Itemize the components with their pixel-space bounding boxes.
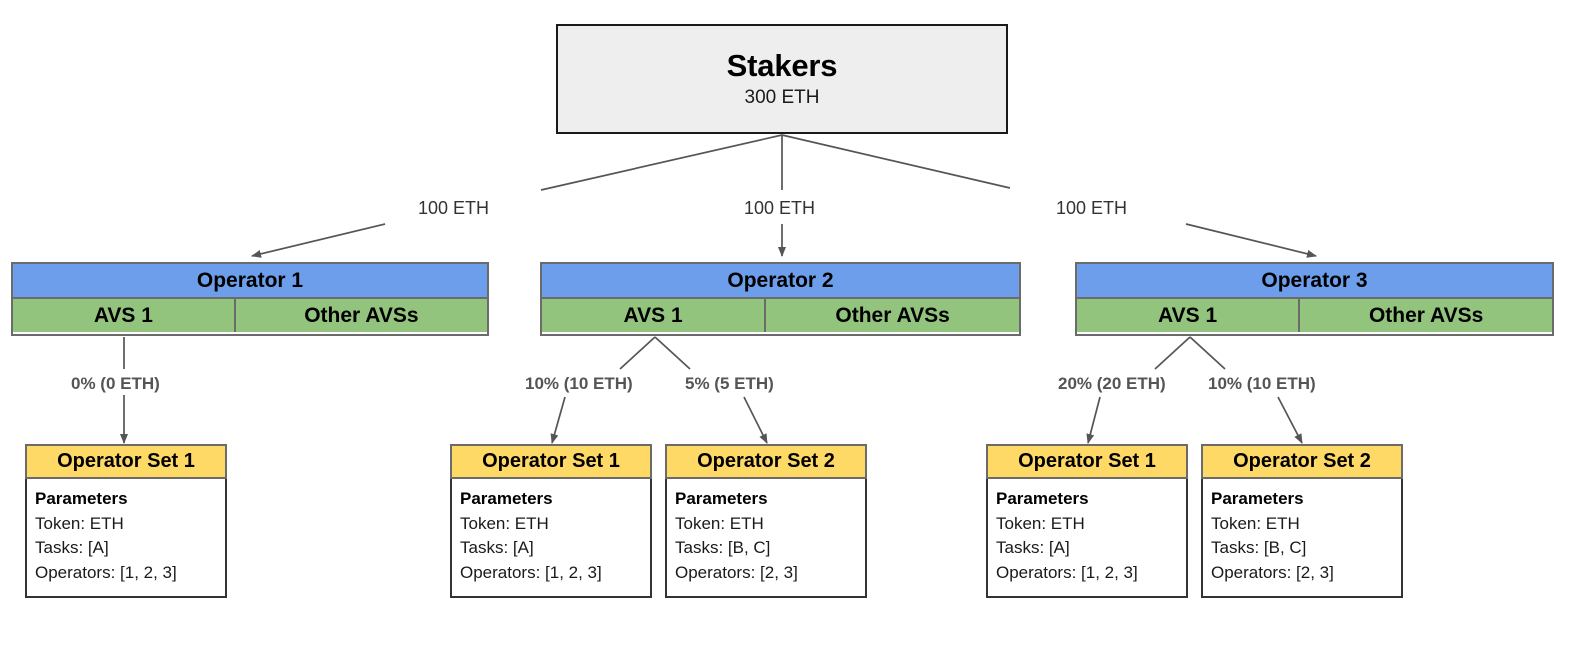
avs-primary-label: AVS 1 — [93, 303, 153, 327]
allocation-label-4: 20% (20 ETH) — [1058, 374, 1166, 393]
edge-op2-set2-upper — [654, 336, 691, 370]
parameters-title: Parameters — [675, 489, 768, 508]
param-token: Token: ETH — [460, 513, 549, 533]
operator-set-node-2[interactable]: Operator Set 1 Parameters Token: ETH Tas… — [450, 444, 652, 598]
operator-header-3: Operator 3 — [1077, 264, 1552, 299]
operator-node-1[interactable]: Operator 1 AVS 1 Other AVSs — [11, 262, 489, 336]
edge-op3-set2-upper — [1189, 336, 1226, 370]
edge-stakers-op3-lower — [1185, 223, 1317, 258]
operator-node-2[interactable]: Operator 2 AVS 1 Other AVSs — [540, 262, 1021, 336]
edge-stakers-op1-lower — [251, 223, 386, 258]
operator-set-header: Operator Set 1 — [450, 444, 652, 479]
operator-set-node-5[interactable]: Operator Set 2 Parameters Token: ETH Tas… — [1201, 444, 1403, 598]
avs-cell-primary-2[interactable]: AVS 1 — [542, 299, 767, 332]
avs-primary-label: AVS 1 — [623, 303, 683, 327]
edge-stakers-op1-upper — [540, 134, 783, 191]
avs-other-label: Other AVSs — [1368, 303, 1484, 327]
allocation-label-3: 5% (5 ETH) — [685, 374, 774, 393]
parameters-title: Parameters — [35, 489, 128, 508]
param-tasks: Tasks: [A] — [996, 538, 1070, 558]
avs-cell-primary-3[interactable]: AVS 1 — [1077, 299, 1301, 332]
stakers-title: Stakers — [726, 47, 838, 83]
avs-cell-primary-1[interactable]: AVS 1 — [13, 299, 236, 332]
operator-set-node-1[interactable]: Operator Set 1 Parameters Token: ETH Tas… — [25, 444, 227, 598]
operator-set-name-label: Operator Set 1 — [482, 450, 620, 472]
param-tasks: Tasks: [A] — [35, 538, 109, 558]
operator-set-body: Parameters Token: ETH Tasks: [B, C] Oper… — [665, 479, 867, 598]
parameters-title: Parameters — [1211, 489, 1304, 508]
operator-name-label: Operator 2 — [727, 268, 834, 292]
avs-cell-other-2[interactable]: Other AVSs — [766, 299, 1019, 332]
edge-stakers-op3-upper — [781, 134, 1011, 189]
edge-label-stake-2: 100 ETH — [744, 198, 816, 218]
param-tasks: Tasks: [B, C] — [675, 538, 771, 558]
operator-avs-row-1: AVS 1 Other AVSs — [13, 299, 487, 332]
edge-op2-set1-lower — [550, 396, 566, 444]
stakers-node: Stakers 300 ETH — [556, 24, 1008, 134]
param-tasks: Tasks: [B, C] — [1211, 538, 1307, 558]
operator-set-header: Operator Set 2 — [665, 444, 867, 479]
operator-set-name-label: Operator Set 2 — [697, 450, 835, 472]
allocation-label-2: 10% (10 ETH) — [525, 374, 633, 393]
edge-op2-set2-lower — [743, 396, 768, 444]
param-token: Token: ETH — [675, 513, 764, 533]
operator-set-body: Parameters Token: ETH Tasks: [A] Operato… — [986, 479, 1188, 598]
avs-other-label: Other AVSs — [835, 303, 950, 327]
avs-other-label: Other AVSs — [304, 303, 419, 327]
operator-set-name-label: Operator Set 1 — [1018, 450, 1156, 472]
stakers-amount: 300 ETH — [744, 87, 820, 109]
param-token: Token: ETH — [996, 513, 1085, 533]
operator-set-node-4[interactable]: Operator Set 1 Parameters Token: ETH Tas… — [986, 444, 1188, 598]
edge-op2-set1-upper — [619, 336, 656, 370]
parameters-title: Parameters — [460, 489, 553, 508]
operator-set-body: Parameters Token: ETH Tasks: [B, C] Oper… — [1201, 479, 1403, 598]
operator-node-3[interactable]: Operator 3 AVS 1 Other AVSs — [1075, 262, 1554, 336]
avs-cell-other-1[interactable]: Other AVSs — [235, 299, 487, 332]
edge-label-stake-1: 100 ETH — [418, 198, 490, 218]
edge-op3-set1-lower — [1086, 396, 1101, 444]
edge-op3-set2-lower — [1277, 396, 1303, 444]
param-tasks: Tasks: [A] — [460, 538, 534, 558]
operator-set-header: Operator Set 1 — [986, 444, 1188, 479]
edge-label-stake-3: 100 ETH — [1056, 198, 1128, 218]
edge-op3-set1-upper — [1154, 336, 1191, 370]
param-operators: Operators: [1, 2, 3] — [35, 562, 177, 582]
avs-cell-other-3[interactable]: Other AVSs — [1300, 299, 1552, 332]
param-token: Token: ETH — [35, 513, 124, 533]
operator-set-node-3[interactable]: Operator Set 2 Parameters Token: ETH Tas… — [665, 444, 867, 598]
parameters-title: Parameters — [996, 489, 1089, 508]
param-operators: Operators: [1, 2, 3] — [996, 562, 1138, 582]
operator-set-name-label: Operator Set 2 — [1233, 450, 1371, 472]
operator-set-header: Operator Set 1 — [25, 444, 227, 479]
allocation-label-1: 0% (0 ETH) — [71, 374, 160, 393]
operator-set-body: Parameters Token: ETH Tasks: [A] Operato… — [25, 479, 227, 598]
param-operators: Operators: [2, 3] — [1211, 562, 1334, 582]
operator-avs-row-3: AVS 1 Other AVSs — [1077, 299, 1552, 332]
param-operators: Operators: [1, 2, 3] — [460, 562, 602, 582]
param-operators: Operators: [2, 3] — [675, 562, 798, 582]
operator-set-body: Parameters Token: ETH Tasks: [A] Operato… — [450, 479, 652, 598]
operator-name-label: Operator 3 — [1261, 268, 1368, 292]
allocation-label-5: 10% (10 ETH) — [1208, 374, 1316, 393]
param-token: Token: ETH — [1211, 513, 1300, 533]
avs-primary-label: AVS 1 — [1158, 303, 1218, 327]
operator-set-name-label: Operator Set 1 — [57, 450, 195, 472]
operator-header-1: Operator 1 — [13, 264, 487, 299]
operator-name-label: Operator 1 — [196, 268, 304, 292]
operator-header-2: Operator 2 — [542, 264, 1019, 299]
operator-set-header: Operator Set 2 — [1201, 444, 1403, 479]
operator-avs-row-2: AVS 1 Other AVSs — [542, 299, 1019, 332]
